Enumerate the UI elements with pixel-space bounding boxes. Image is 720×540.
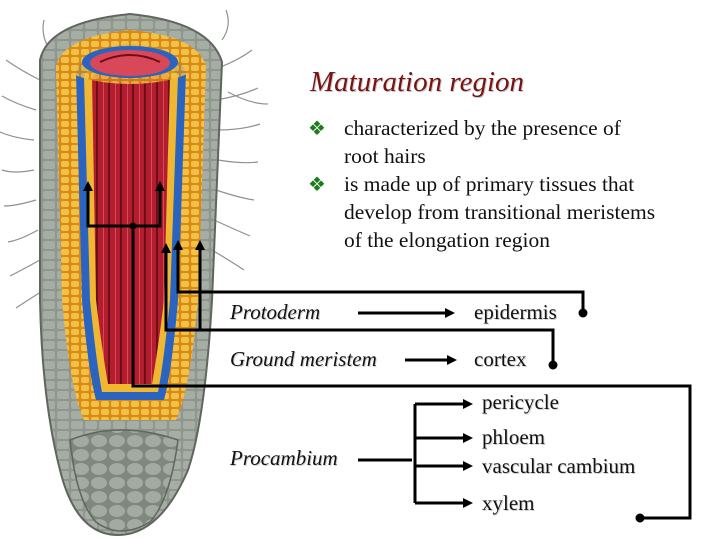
root-vascular-cylinder [92, 60, 170, 384]
vascular-cambium-label: vascular cambium [482, 454, 636, 478]
bullet-list: ❖ characterized by the presence of root … [308, 114, 718, 254]
protoderm-label: Protoderm [230, 300, 321, 324]
bullet-text: characterized by the presence of root ha… [344, 116, 621, 168]
slide-title: Maturation region [310, 66, 525, 98]
procambium-label: Procambium [230, 446, 338, 470]
bullet-primary-tissues: ❖ is made up of primary tissues that dev… [308, 170, 718, 254]
ground-meristem-label: Ground meristem [230, 347, 377, 371]
phloem-label: phloem [482, 425, 545, 449]
bullet-text: is made up of primary tissues that devel… [344, 172, 656, 252]
diamond-bullet-icon: ❖ [308, 116, 326, 140]
diamond-bullet-icon: ❖ [308, 172, 326, 196]
xylem-label: xylem [482, 491, 535, 515]
epidermis-label: epidermis [474, 300, 557, 324]
cortex-label: cortex [474, 347, 527, 371]
pericycle-label: pericycle [482, 390, 559, 414]
bullet-root-hairs: ❖ characterized by the presence of root … [308, 114, 718, 170]
